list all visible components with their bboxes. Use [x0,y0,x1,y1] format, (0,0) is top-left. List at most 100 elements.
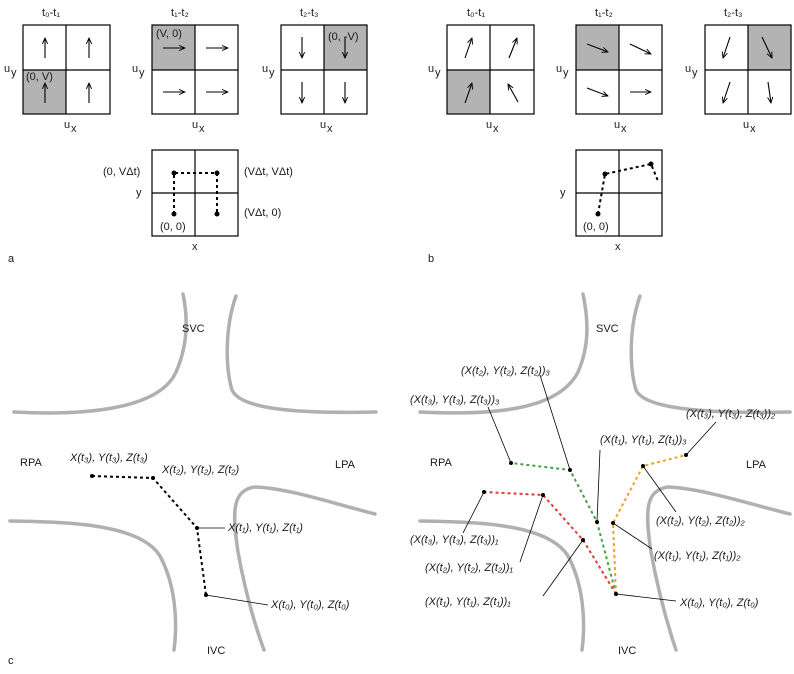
vessel-wall [225,294,378,415]
trajectory-path [173,172,218,214]
axis-ux-label: u [614,119,620,131]
axis-ux-subscript: x [199,123,205,135]
axis-ux-label: u [486,119,492,131]
grid-title: t₁-t₂ [595,7,613,19]
axis-ux-label: u [743,119,749,131]
vessel-label-lpa: LPA [335,459,356,471]
vessel-wall [418,292,589,415]
point-label: (VΔt, VΔt) [244,166,293,178]
cell-label: (V, 0) [156,28,182,40]
arrow-icon [586,43,608,52]
vessel-wall [12,292,188,415]
point-label: (X(t₂), Y(t₂), Z(t₂))₂ [656,515,745,527]
point-label: (X(t₃), Y(t₃), Z(t₃))₂ [686,408,776,420]
point-marker [171,170,177,176]
vessel-label-rpa: RPA [20,457,42,469]
velocity-grid-b1: t₀-t₁ u y u x [428,7,535,135]
point-marker [214,170,220,176]
axis-uy-subscript: y [11,67,17,79]
trajectory-path-red [483,491,617,595]
axis-ux-label: u [64,119,70,131]
grid-title: t₀-t₁ [467,7,485,19]
arrow-icon [464,83,472,104]
point-label: (VΔt, 0) [244,207,281,219]
cell-label: (0, V) [26,71,53,83]
axis-uy-label: u [262,63,268,75]
vessel-wall [8,519,178,652]
panel-label: c [8,655,14,667]
point-label: X(t₀), Y(t₀), Z(t₀) [270,599,350,611]
axis-uy-label: u [556,63,562,75]
point-marker [151,476,155,480]
point-label: X(t₀), Y(t₀), Z(t₀) [679,597,759,609]
position-plot-b: (0, 0) y x [560,149,663,253]
position-plot-a: (0, 0) (0, VΔt) (VΔt, VΔt) (VΔt, 0) y x [103,149,293,253]
arrow-icon [464,38,472,59]
axis-ux-subscript: x [71,123,77,135]
point-label: X(t₃), Y(t₃), Z(t₃) [69,452,148,464]
cell-label: (0, -V) [328,31,359,43]
velocity-grid-b2: t₁-t₂ u y u x [556,7,663,135]
arrow-icon [508,38,517,59]
axis-uy-subscript: y [435,67,441,79]
point-marker [214,211,220,217]
arrow-icon [761,36,773,58]
panel-c-left: SVC RPA LPA IVC X(t₃), Y(t₃), Z(t₃) X(t₂… [8,292,378,667]
vessel-wall [418,519,586,652]
axis-ux-subscript: x [327,123,333,135]
point-label: (X(t₁), Y(t₁), Z(t₁))₃ [600,434,687,446]
point-marker [595,211,601,217]
axis-uy-label: u [428,63,434,75]
vessel-wall [232,485,377,652]
point-marker [648,161,654,167]
point-label: (X(t₂), Y(t₂), Z(t₂))₁ [425,562,513,574]
velocity-grid-b3: t₂-t₃ u y u x [685,7,792,135]
velocity-grid-a1: t₀-t₁ (0, V) u y u x [4,7,111,135]
axis-ux-label: u [192,119,198,131]
trajectory-path [91,475,207,596]
axis-uy-label: u [132,63,138,75]
point-label: (X(t₁), Y(t₁), Z(t₁))₁ [425,596,511,608]
arrow-icon [629,43,651,55]
axis-ux-subscript: x [750,123,756,135]
trajectory-path-green [510,462,617,595]
axis-y-label: y [560,187,566,199]
vessel-label-lpa: LPA [746,459,767,471]
point-label: (X(t₂), Y(t₂), Z(t₂))₃ [461,365,550,377]
point-label: X(t₂), Y(t₂), Z(t₂) [161,464,239,476]
point-label: (0, 0) [583,221,609,233]
axis-x-label: x [615,241,621,253]
vessel-wall [629,294,792,415]
vessel-wall [645,485,792,652]
axis-y-label: y [136,187,142,199]
grid-title: t₀-t₁ [42,7,60,19]
arrow-icon [723,36,731,58]
point-label: (0, 0) [160,221,186,233]
point-label: (X(t₃), Y(t₃), Z(t₃))₃ [410,394,500,406]
arrow-icon [768,81,771,103]
vessel-label-svc: SVC [182,323,205,335]
panel-c-right: SVC RPA LPA IVC (X(t₂), Y(t₂), Z(t₂))₃ (… [410,292,792,657]
axis-uy-subscript: y [269,67,275,79]
panel-b: t₀-t₁ u y u x t₁-t₂ u y u x [428,7,792,265]
panel-label: a [8,253,15,265]
point-label: X(t₁), Y(t₁), Z(t₁) [227,522,303,534]
axis-uy-label: u [685,63,691,75]
axis-ux-subscript: x [621,123,627,135]
velocity-grid-a3: t₂-t₃ (0, -V) u y u x [262,7,368,135]
point-label: (X(t₃), Y(t₃), Z(t₃))₁ [410,534,499,546]
arrow-icon [508,84,519,103]
point-marker [90,474,94,478]
grid-title: t₁-t₂ [171,7,189,19]
arrow-icon [586,87,608,96]
highlighted-cell [748,25,791,70]
vessel-label-svc: SVC [596,323,619,335]
panel-label: b [428,253,434,265]
vessel-label-rpa: RPA [430,457,452,469]
grid-title: t₂-t₃ [300,7,319,19]
axis-ux-subscript: x [493,123,499,135]
panel-a: t₀-t₁ (0, V) u y u x t₁-t₂ (V, 0) u [4,7,368,265]
axis-ux-label: u [320,119,326,131]
axis-uy-subscript: y [692,67,698,79]
